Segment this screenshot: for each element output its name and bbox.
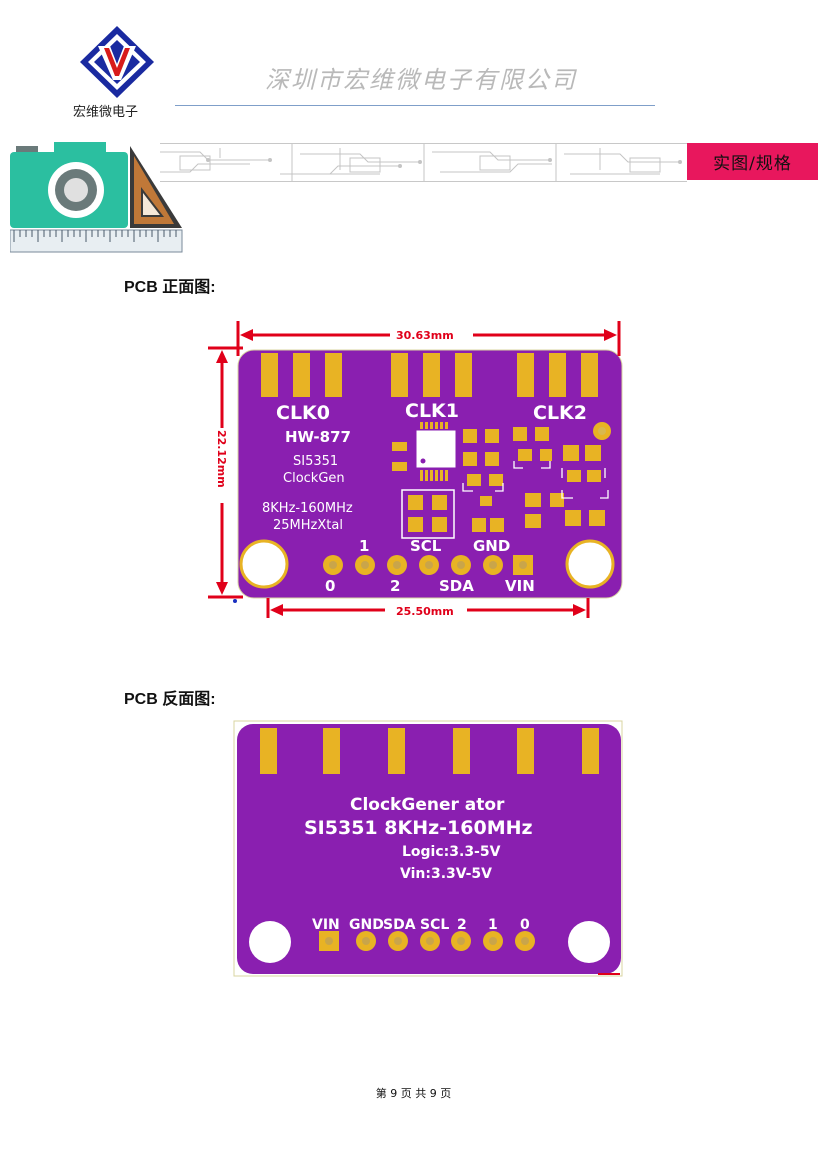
pin-label-0: 0 bbox=[325, 577, 335, 595]
pcb-front-image: CLK0 CLK1 CLK2 HW-877 SI5351 ClockGen 8K… bbox=[205, 318, 635, 623]
company-logo bbox=[78, 24, 156, 100]
back-pin-scl: SCL bbox=[420, 917, 449, 933]
pin-label-2: 2 bbox=[390, 577, 400, 595]
header-divider bbox=[175, 105, 655, 106]
back-pin-gnd: GND bbox=[349, 917, 384, 933]
back-pin-2: 2 bbox=[457, 917, 467, 933]
pcb-back-image: ClockGener ator SI5351 8KHz-160MHz Logic… bbox=[232, 718, 627, 983]
clk0-label: CLK0 bbox=[276, 402, 330, 424]
front-section-title: PCB 正面图: bbox=[124, 279, 216, 296]
freq-label: 8KHz-160MHz bbox=[262, 501, 353, 516]
circuit-banner bbox=[160, 143, 687, 182]
back-pin-vin: VIN bbox=[312, 917, 340, 933]
dim-height-label: 22.12mm bbox=[215, 430, 228, 488]
xtal-label: 25MHzXtal bbox=[273, 518, 343, 533]
clk1-label: CLK1 bbox=[405, 400, 459, 422]
page-footer: 第 9 页 共 9 页 bbox=[375, 1087, 452, 1100]
back-line-1: ClockGener ator bbox=[350, 795, 505, 815]
clk2-label: CLK2 bbox=[533, 402, 587, 424]
back-line-4: Vin:3.3V-5V bbox=[400, 866, 492, 882]
back-pin-0: 0 bbox=[520, 917, 530, 933]
back-pin-sda: SDA bbox=[383, 917, 416, 933]
back-pin-1: 1 bbox=[488, 917, 498, 933]
pin-label-scl: SCL bbox=[410, 537, 442, 555]
name-label: ClockGen bbox=[283, 471, 345, 486]
chip-label: SI5351 bbox=[293, 454, 338, 469]
back-section-title: PCB 反面图: bbox=[124, 691, 216, 708]
pin-label-sda: SDA bbox=[439, 577, 474, 595]
dim-width-label: 30.63mm bbox=[396, 329, 454, 342]
back-line-3: Logic:3.3-5V bbox=[402, 844, 501, 860]
model-label: HW-877 bbox=[285, 428, 351, 446]
logo-text: 宏维微电子 bbox=[73, 105, 139, 120]
dim-holes-label: 25.50mm bbox=[396, 605, 454, 618]
camera-ruler-icon bbox=[9, 142, 185, 254]
company-name: 深圳市宏维微电子有限公司 bbox=[265, 66, 577, 94]
pin-label-vin: VIN bbox=[505, 577, 535, 595]
pin-label-1: 1 bbox=[359, 537, 369, 555]
back-line-2: SI5351 8KHz-160MHz bbox=[304, 817, 533, 839]
section-tag: 实图/规格 bbox=[687, 143, 818, 180]
pin-label-gnd: GND bbox=[473, 537, 510, 555]
